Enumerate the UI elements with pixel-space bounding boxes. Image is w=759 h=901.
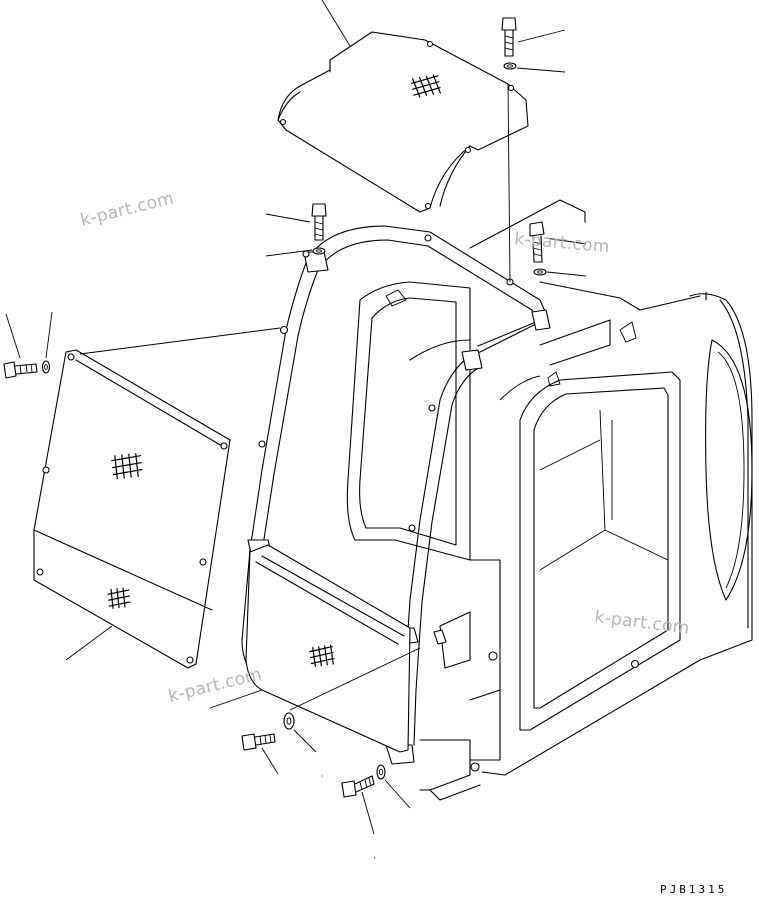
bolt-side — [3, 361, 38, 379]
bolt-frame-right — [529, 221, 545, 263]
fasteners — [3, 17, 547, 798]
cab-body — [346, 199, 753, 801]
watermark-4: k-part.com — [166, 664, 264, 707]
drawing-code: PJB1315 — [660, 883, 727, 896]
watermark-2: k-part.com — [514, 229, 611, 257]
leader-lines — [5, 0, 587, 859]
bolt-frame-left — [311, 203, 327, 241]
side-guard — [33, 349, 231, 669]
watermark-1: k-part.com — [78, 188, 176, 231]
bolt-lower-2 — [341, 775, 375, 798]
bolt-lower-1 — [241, 733, 276, 751]
bolt-top — [501, 17, 517, 57]
watermark-3: k-part.com — [593, 607, 690, 638]
lower-front-guard — [245, 544, 411, 753]
top-guard — [277, 31, 529, 283]
